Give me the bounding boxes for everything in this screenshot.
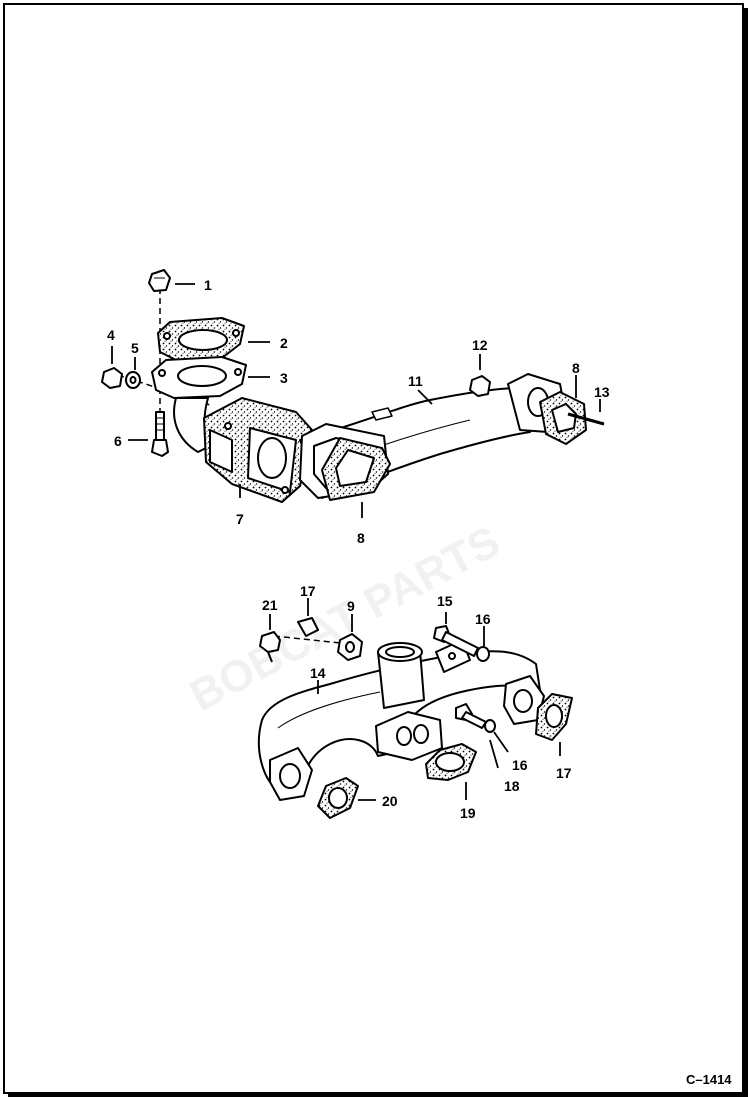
callout-17-top: 17 — [300, 583, 316, 599]
figure-frame — [3, 3, 744, 1094]
callout-16-upper: 16 — [475, 611, 491, 627]
washer-5 — [125, 371, 141, 389]
stud-13 — [567, 412, 605, 426]
hex-nut-1 — [148, 269, 171, 292]
callout-21: 21 — [262, 597, 278, 613]
bolt-6 — [151, 411, 169, 457]
callout-13: 13 — [594, 384, 610, 400]
callout-9: 9 — [347, 598, 355, 614]
callout-14: 14 — [310, 665, 326, 681]
fitting-17-upper — [297, 617, 319, 637]
callout-18: 18 — [504, 778, 520, 794]
callout-5: 5 — [131, 340, 139, 356]
gasket-20 — [317, 777, 359, 819]
flange-gasket-8-right — [539, 391, 587, 445]
callout-6: 6 — [114, 433, 122, 449]
bolt-15 — [433, 625, 479, 657]
leader-lines-upper — [111, 283, 601, 518]
assembly-line-manifold — [273, 635, 351, 645]
flange-3 — [151, 356, 247, 399]
callout-17: 17 — [556, 765, 572, 781]
plug-21 — [259, 631, 281, 663]
hex-nut-12 — [469, 375, 491, 397]
callout-20: 20 — [382, 793, 398, 809]
washer-16-upper — [476, 646, 490, 662]
callout-7: 7 — [236, 511, 244, 527]
callout-19: 19 — [460, 805, 476, 821]
callout-4: 4 — [107, 327, 115, 343]
frame-shadow-bottom — [8, 1094, 748, 1097]
washer-16-lower — [484, 719, 496, 733]
adapter-block-7 — [203, 397, 313, 503]
hex-nut-4 — [101, 367, 123, 389]
callout-11: 11 — [408, 373, 423, 389]
flange-gasket-8-lower — [321, 437, 391, 501]
gasket-17 — [535, 693, 573, 741]
exhaust-manifold-assembly — [257, 617, 573, 819]
figure-id: C–1414 — [686, 1072, 732, 1087]
bolt-18 — [455, 703, 487, 729]
frame-shadow-right — [744, 8, 748, 1094]
callout-12: 12 — [472, 337, 488, 353]
callout-16-lower: 16 — [512, 757, 528, 773]
exhaust-pipe-assembly — [101, 269, 605, 503]
flange-gasket-2 — [157, 317, 245, 361]
callout-2: 2 — [280, 335, 288, 351]
callout-8-right: 8 — [572, 360, 580, 376]
gasket-19 — [425, 743, 477, 781]
callout-3: 3 — [280, 370, 288, 386]
leader-lines-lower — [269, 598, 561, 801]
hex-nut-9 — [337, 633, 363, 661]
callout-labels: 1 2 3 4 5 6 7 8 11 12 8 13 21 17 9 15 16… — [107, 277, 610, 821]
callout-15: 15 — [437, 593, 453, 609]
callout-1: 1 — [204, 277, 212, 293]
callout-8-lower: 8 — [357, 530, 365, 546]
